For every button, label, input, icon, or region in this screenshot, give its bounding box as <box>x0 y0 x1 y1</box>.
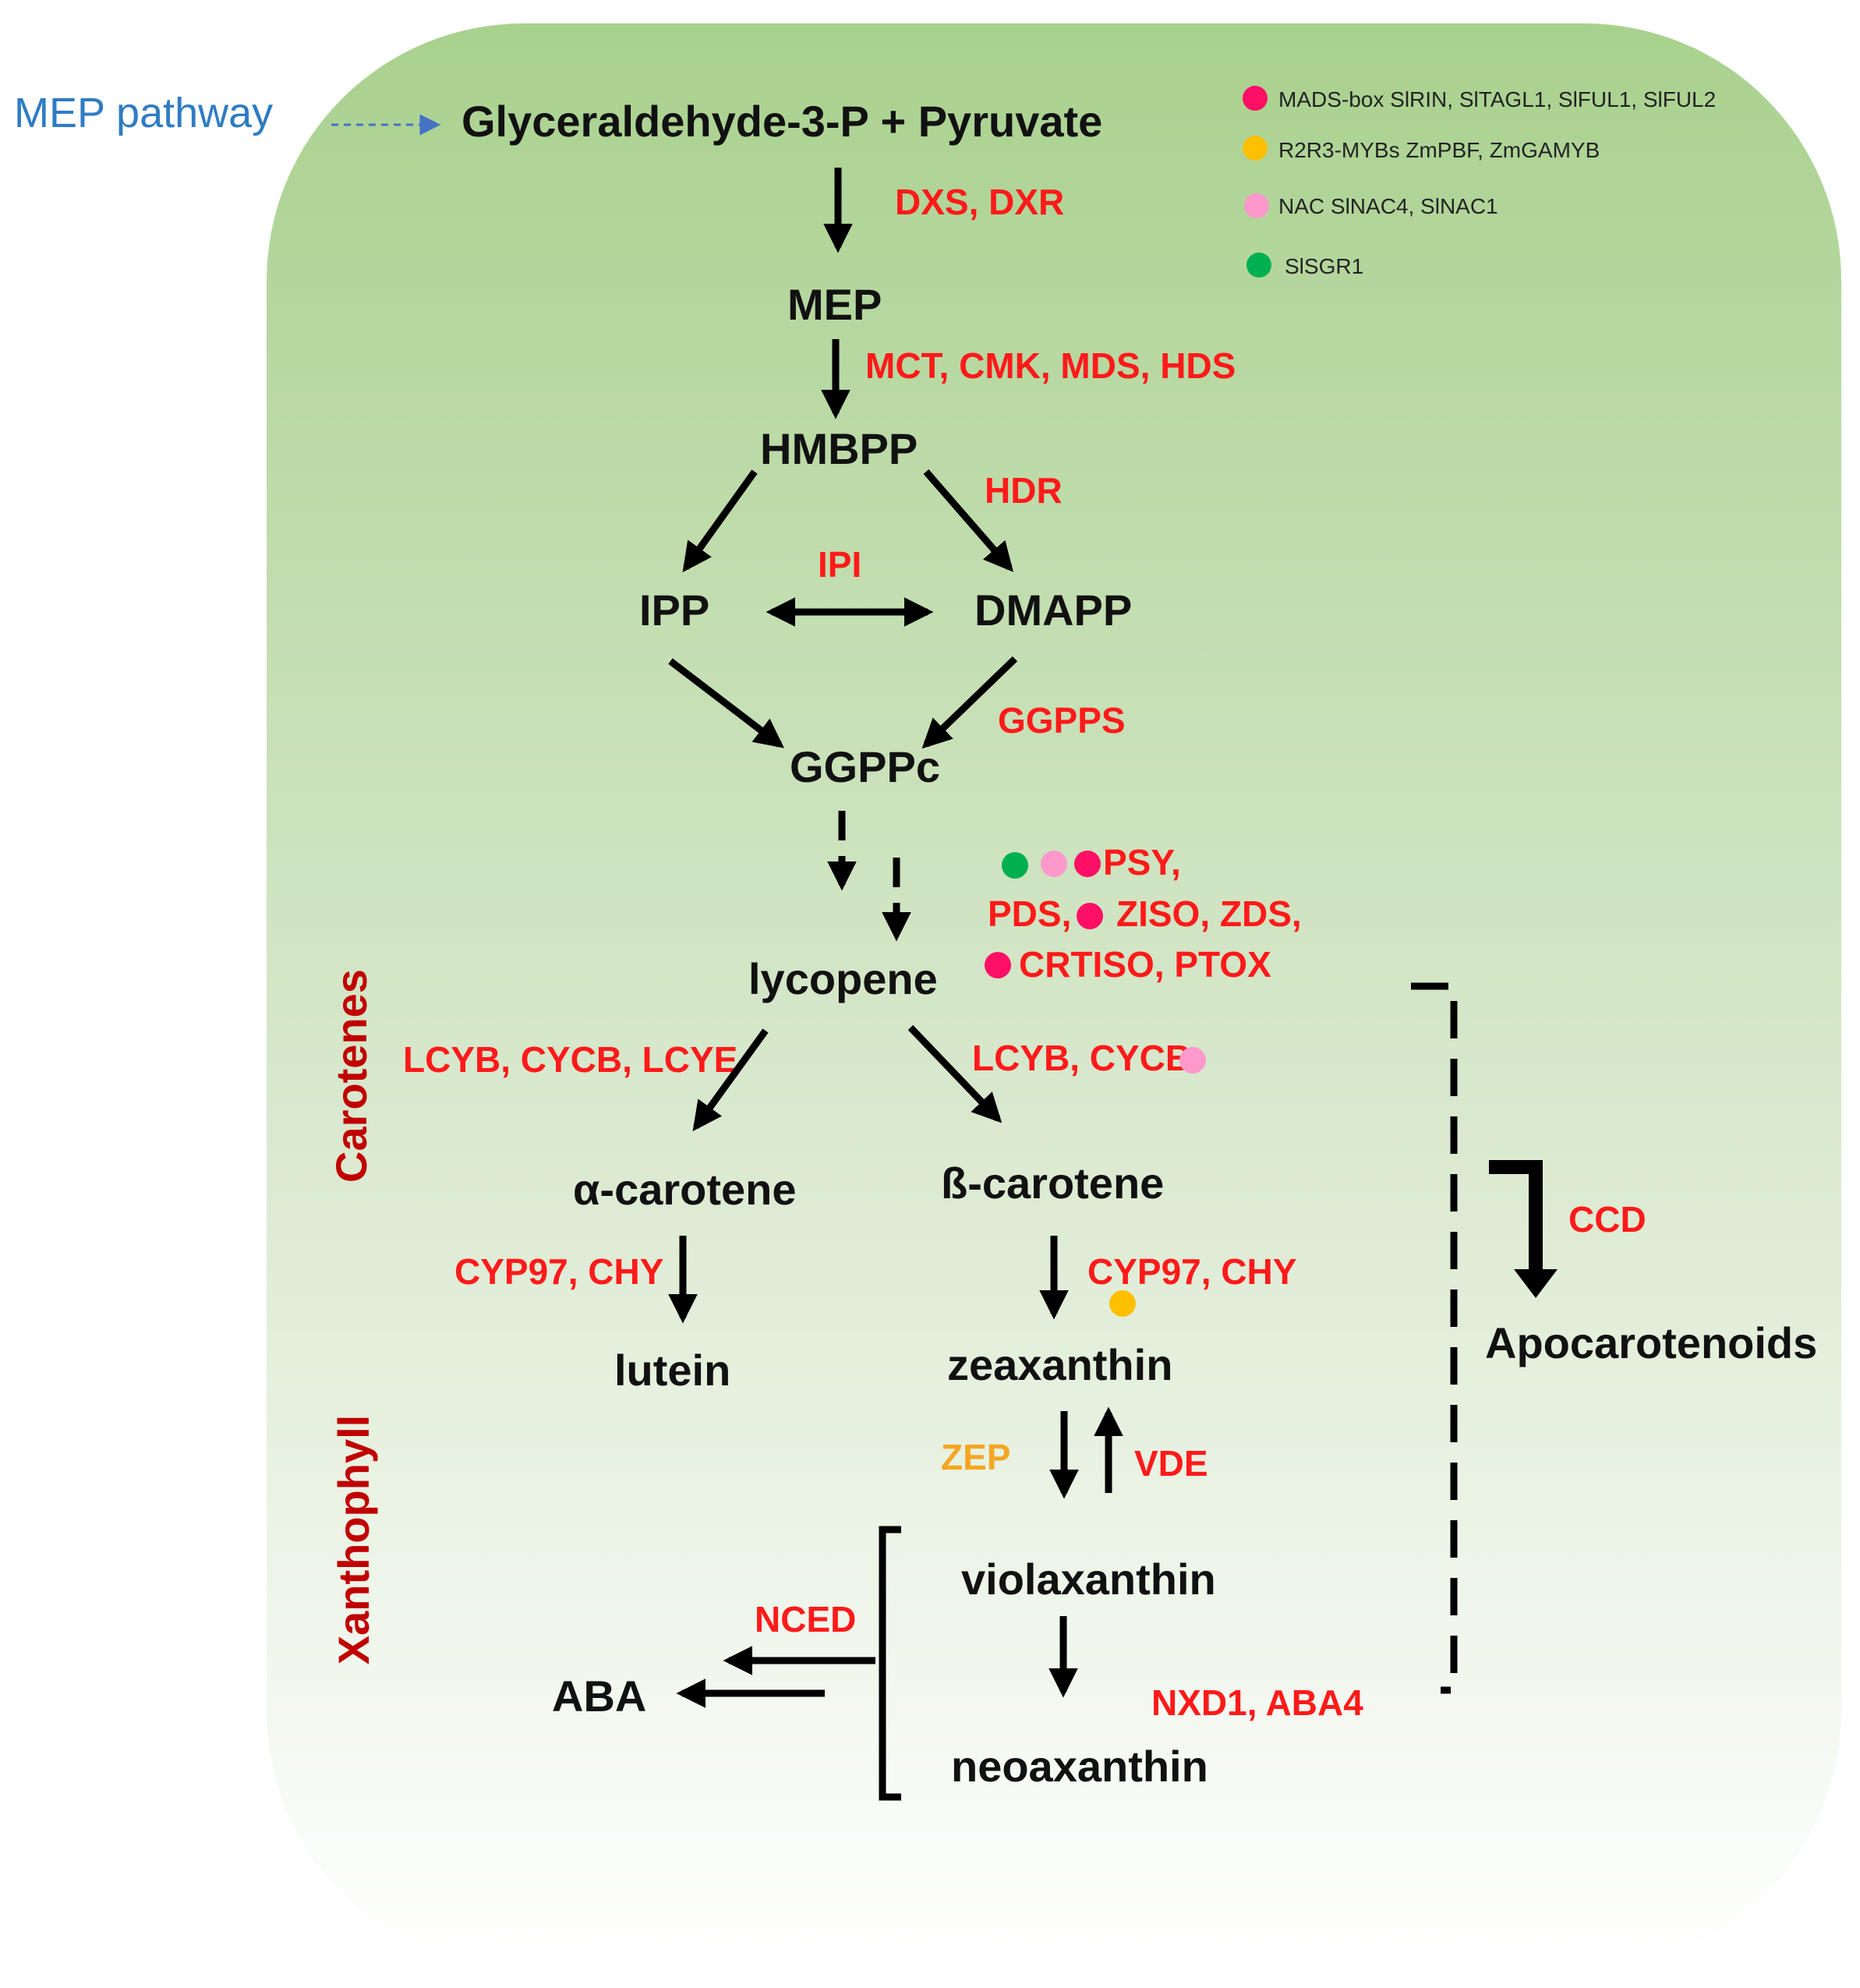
legend-nac-label: NAC SlNAC4, SlNAC1 <box>1278 194 1498 218</box>
metabolite-neoaxanthin: neoaxanthin <box>951 1742 1208 1791</box>
metabolite-ipp: IPP <box>639 585 709 635</box>
metabolite-lutein: lutein <box>614 1346 730 1395</box>
arrow-ccd-head <box>1514 1269 1558 1298</box>
legend-slsgr1-label: SlSGR1 <box>1285 254 1363 278</box>
enzyme-psy: PSY, <box>1103 842 1181 883</box>
regulator-dot-mads-psy <box>1074 851 1101 877</box>
enzyme-ipi: IPI <box>818 544 861 585</box>
arrow-ccd-to-apocarotenoids <box>1489 1160 1543 1279</box>
enzyme-ccd: CCD <box>1568 1199 1646 1240</box>
arrow-hmbpp-to-ipp <box>682 469 758 573</box>
enzyme-vde: VDE <box>1134 1443 1208 1484</box>
arrow-lycopene-to-beta-carotene <box>907 1024 1002 1123</box>
mep-pathway-label: MEP pathway <box>14 90 273 136</box>
legend-r2r3-myb-dot <box>1243 136 1268 161</box>
regulator-dot-mads-crtiso <box>985 952 1011 978</box>
enzyme-zep: ZEP <box>941 1437 1010 1477</box>
legend-r2r3-myb-label: R2R3-MYBs ZmPBF, ZmGAMYB <box>1278 138 1600 162</box>
regulator-dot-slsgr1-psy <box>1002 852 1028 879</box>
enzyme-ziso-zds: ZISO, ZDS, <box>1116 893 1302 934</box>
metabolite-ggppc: GGPPc <box>790 742 940 791</box>
pathway-arrows <box>668 168 1558 1801</box>
regulator-dot-mads-ziso <box>1077 903 1103 929</box>
legend-nac-dot <box>1244 193 1269 218</box>
regulator-dot-nac-lcyb <box>1179 1047 1206 1074</box>
metabolite-hmbpp: HMBPP <box>760 424 918 473</box>
metabolite-lycopene: lycopene <box>748 954 938 1003</box>
enzyme-cyp97-chy-alpha: CYP97, CHY <box>454 1251 663 1292</box>
metabolite-beta-carotene: ß-carotene <box>941 1158 1164 1208</box>
legend-slsgr1-dot <box>1246 253 1271 278</box>
pathway-panel <box>267 23 1841 1969</box>
group-label-xanthophyll: Xanthophyll <box>329 1415 378 1664</box>
arrow-lycopene-to-alpha-carotene <box>692 1028 769 1132</box>
legend-mads-box-label: MADS-box SlRIN, SlTAGL1, SlFUL1, SlFUL2 <box>1278 87 1716 111</box>
arrow-hmbpp-to-dmapp <box>923 469 1013 572</box>
metabolite-violaxanthin: violaxanthin <box>961 1555 1216 1604</box>
metabolite-apocarotenoids: Apocarotenoids <box>1485 1318 1817 1367</box>
group-label-carotenes: Carotenes <box>327 969 376 1183</box>
metabolite-mep: MEP <box>787 280 882 329</box>
metabolite-dmapp: DMAPP <box>974 585 1132 635</box>
arrow-ipp-to-ggppc <box>668 658 785 748</box>
enzyme-hdr: HDR <box>985 470 1063 511</box>
enzyme-pds: PDS, <box>988 893 1071 934</box>
enzyme-mct-cmk-mds-hds: MCT, CMK, MDS, HDS <box>865 345 1236 386</box>
regulator-dot-myb-cyp97 <box>1109 1290 1136 1317</box>
arrow-dmapp-to-ggppc <box>921 656 1018 749</box>
bracket-viola-neoxanthin <box>879 1526 901 1801</box>
enzyme-ggpps: GGPPS <box>998 700 1126 741</box>
enzyme-nced: NCED <box>755 1599 856 1640</box>
enzyme-lcyb-cycb: LCYB, CYCB <box>972 1038 1191 1078</box>
regulator-dot-nac-psy <box>1041 851 1067 877</box>
enzyme-lcyb-cycb-lcye: LCYB, CYCB, LCYE <box>403 1039 737 1080</box>
enzyme-crtiso-ptox: CRTISO, PTOX <box>1019 944 1271 985</box>
metabolite-g3p-pyruvate: Glyceraldehyde-3-P + Pyruvate <box>461 97 1102 146</box>
metabolite-aba: ABA <box>552 1671 646 1721</box>
enzyme-nxd1-aba4: NXD1, ABA4 <box>1151 1682 1363 1723</box>
enzyme-cyp97-chy-beta: CYP97, CHY <box>1087 1251 1296 1292</box>
legend-mads-box-dot <box>1243 86 1268 111</box>
metabolite-zeaxanthin: zeaxanthin <box>947 1340 1172 1389</box>
regulator-legend: MADS-box SlRIN, SlTAGL1, SlFUL1, SlFUL2 … <box>1243 86 1716 278</box>
enzyme-dxs-dxr: DXS, DXR <box>895 182 1064 222</box>
bracket-ccd-dashed <box>1411 982 1458 1694</box>
metabolite-alpha-carotene: α-carotene <box>573 1165 797 1214</box>
